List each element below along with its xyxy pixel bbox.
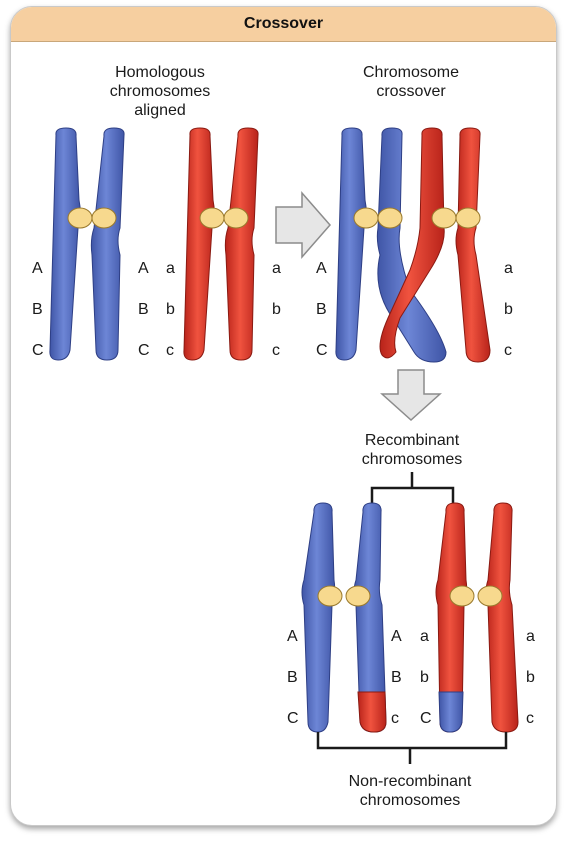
recombinant-bracket — [370, 472, 455, 506]
gene-label: a — [166, 260, 175, 277]
gene-label: b — [166, 301, 175, 318]
gene-label: b — [504, 301, 513, 318]
blue-chromosome-recombinant — [345, 502, 387, 733]
blue-chromosome-nonrecombinant — [301, 502, 343, 733]
gene-label: a — [420, 628, 429, 645]
gene-label: C — [138, 342, 150, 359]
gene-label: A — [287, 628, 298, 645]
red-chromosome-aligned — [183, 127, 259, 361]
gene-label: c — [504, 342, 512, 359]
gene-label: C — [287, 710, 299, 727]
gene-label: c — [272, 342, 280, 359]
nonrecombinant-bracket — [316, 732, 508, 764]
gene-label: A — [138, 260, 149, 277]
figure-title: Crossover — [243, 15, 324, 32]
gene-label: b — [420, 669, 429, 686]
arrow-down-icon — [380, 369, 442, 422]
caption-crossover: Chromosome crossover — [362, 64, 460, 100]
gene-label: a — [504, 260, 513, 277]
blue-chromosome-aligned — [49, 127, 125, 361]
gene-label: b — [272, 301, 281, 318]
gene-label: B — [391, 669, 402, 686]
gene-label: C — [420, 710, 432, 727]
gene-label: A — [32, 260, 43, 277]
red-chromosome-recombinant — [435, 502, 475, 733]
gene-label: C — [32, 342, 44, 359]
gene-label: a — [272, 260, 281, 277]
gene-label: A — [391, 628, 402, 645]
gene-label: c — [166, 342, 174, 359]
caption-recombinant: Recombinant chromosomes — [361, 432, 463, 468]
gene-label: B — [138, 301, 149, 318]
gene-label: A — [316, 260, 327, 277]
gene-label: B — [32, 301, 43, 318]
caption-aligned: Homologous chromosomes aligned — [109, 64, 211, 119]
red-chromosome-nonrecombinant — [477, 502, 519, 733]
gene-label: B — [316, 301, 327, 318]
gene-label: c — [391, 710, 399, 727]
red-chromosome-crossing — [379, 127, 491, 363]
gene-label: C — [316, 342, 328, 359]
title-bar: Crossover — [11, 7, 556, 42]
arrow-right-icon — [275, 191, 331, 259]
gene-label: a — [526, 628, 535, 645]
caption-nonrecombinant: Non-recombinant chromosomes — [348, 773, 472, 809]
gene-label: c — [526, 710, 534, 727]
gene-label: b — [526, 669, 535, 686]
gene-label: B — [287, 669, 298, 686]
